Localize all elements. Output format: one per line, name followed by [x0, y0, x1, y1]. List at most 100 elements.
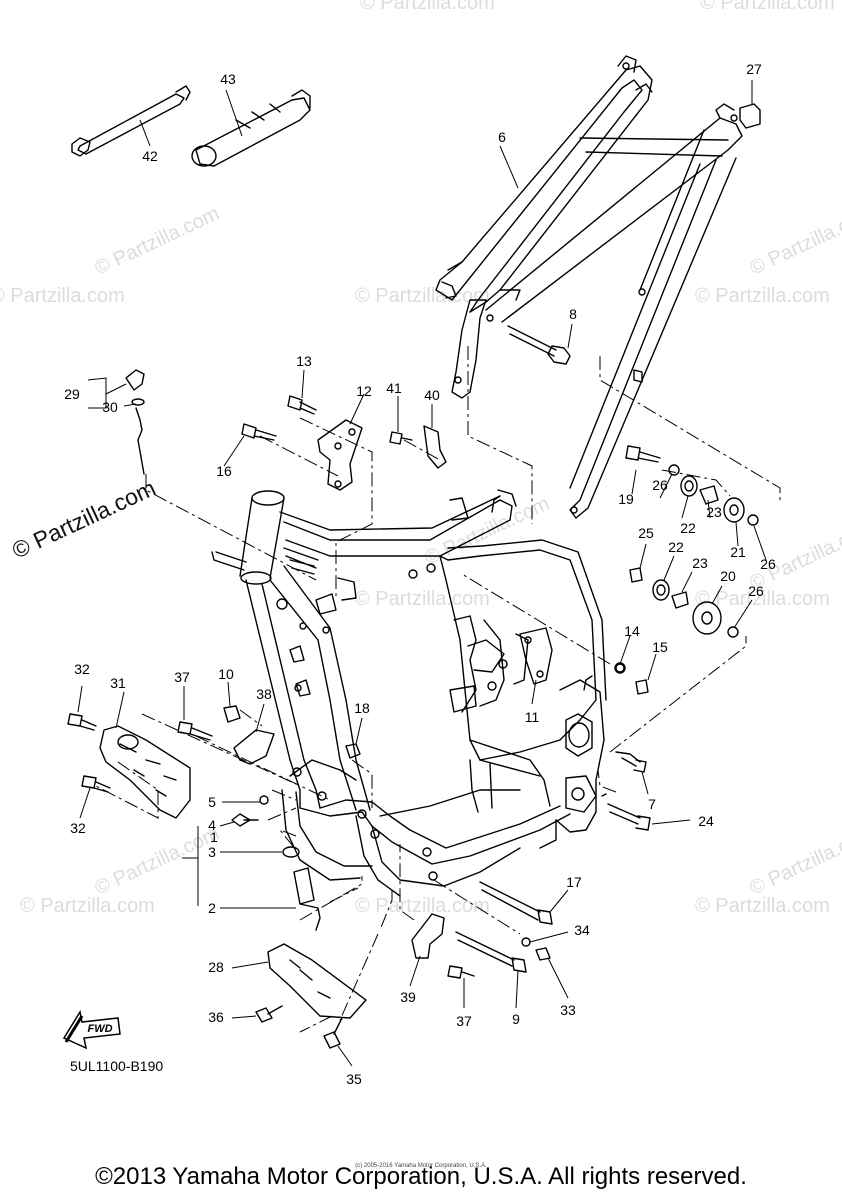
callout-3: 3: [208, 844, 216, 860]
callout-7: 7: [648, 796, 656, 812]
washer-34: [521, 937, 531, 947]
callout-14: 14: [624, 623, 640, 639]
callout-22: 22: [680, 520, 696, 536]
callout-33: 33: [560, 1002, 576, 1018]
nut-10: [223, 705, 241, 723]
callout-4: 4: [208, 817, 216, 833]
callout-39: 39: [400, 989, 416, 1005]
callout-8: 8: [569, 306, 577, 322]
callout-5: 5: [208, 794, 216, 810]
callout-13: 13: [296, 353, 312, 369]
callout-19: 19: [618, 491, 634, 507]
callout-23: 23: [706, 504, 722, 520]
watermark: © Partzilla.com: [355, 588, 490, 610]
main-frame: [211, 489, 607, 897]
watermark: © Partzilla.com: [355, 895, 490, 917]
plate-40: [423, 425, 447, 469]
callout-10: 10: [218, 666, 234, 682]
bracket-11: [519, 627, 553, 685]
bolt-9: [455, 931, 527, 973]
washer-5: [259, 795, 269, 805]
callout-21: 21: [730, 544, 746, 560]
callout-31: 31: [110, 675, 126, 691]
watermark: © Partzilla.com: [20, 895, 155, 917]
fwd-arrow-icon: FWD: [62, 1009, 121, 1050]
callout-11: 11: [525, 709, 540, 725]
callout-37b: 37: [456, 1013, 472, 1029]
bracket-12: [317, 419, 363, 491]
watermark: © Partzilla.com: [360, 0, 495, 14]
bolt-4: [231, 813, 259, 827]
callout-24: 24: [698, 813, 714, 829]
callout-15: 15: [652, 639, 668, 655]
callout-20: 20: [720, 568, 736, 584]
callout-17: 17: [566, 874, 582, 890]
nut-33: [535, 947, 551, 961]
fwd-label: FWD: [87, 1023, 112, 1035]
bolt-17: [479, 881, 553, 925]
callout-38: 38: [256, 686, 272, 702]
callout-2: 2: [208, 900, 216, 916]
callout-40: 40: [424, 387, 440, 403]
callout-labels: 1 2 3 4 5 6 7 8 9 10 11 12 13 14 15 16 1…: [64, 61, 776, 1087]
skid-plate-28: [267, 943, 367, 1019]
bolt-41: [389, 431, 413, 445]
callout-42: 42: [142, 148, 158, 164]
callout-25: 25: [638, 525, 654, 541]
callout-1: 1: [210, 829, 218, 845]
drain-bolt-2: [293, 867, 321, 931]
nut-18: [345, 743, 361, 759]
callout-29: 29: [64, 386, 80, 402]
bolt-36: [255, 1005, 283, 1023]
callout-26: 26: [652, 477, 668, 493]
bolt-7: [615, 751, 647, 773]
bushings: [614, 445, 759, 695]
callout-32b: 32: [70, 820, 86, 836]
callout-27: 27: [746, 61, 762, 77]
callout-9: 9: [512, 1011, 520, 1027]
washer-3: [282, 846, 300, 858]
callout-16: 16: [216, 463, 232, 479]
watermark: © Partzilla.com: [695, 588, 830, 610]
bolt-13: [287, 395, 317, 415]
callout-18: 18: [354, 700, 370, 716]
bolt-16: [241, 423, 277, 441]
washer-14: [615, 663, 625, 673]
callout-6: 6: [498, 129, 506, 145]
bracket-38: [233, 729, 275, 765]
watermark: © Partzilla.com: [695, 895, 830, 917]
bolt-35: [323, 1017, 343, 1049]
engine-guard-31: [99, 725, 191, 819]
watermark: © Partzilla.com: [700, 0, 835, 14]
bolt-37: [177, 721, 213, 741]
callout-12: 12: [356, 383, 372, 399]
watermark: © Partzilla.com: [695, 285, 830, 307]
callout-41: 41: [386, 380, 402, 396]
box-wrench-43: [191, 89, 311, 167]
callout-35: 35: [346, 1071, 362, 1087]
callout-37: 37: [174, 669, 190, 685]
diagram-code: 5UL1100-B190: [70, 1058, 164, 1074]
callout-23b: 23: [692, 555, 708, 571]
callout-36: 36: [208, 1009, 224, 1025]
callout-30: 30: [102, 399, 118, 415]
callout-28: 28: [208, 959, 224, 975]
bolt-37-lower: [447, 965, 475, 979]
callout-26b: 26: [760, 556, 776, 572]
clip-27: [739, 103, 761, 129]
wrench-42: [71, 85, 191, 157]
rear-subframe: [435, 55, 743, 519]
bolt-8: [507, 325, 557, 357]
dipstick-29-30: [125, 369, 145, 475]
bolt-24: [601, 793, 651, 831]
watermark: © Partzilla.com: [0, 285, 125, 307]
copyright-notice: ©2013 Yamaha Motor Corporation, U.S.A. A…: [95, 1163, 747, 1190]
callout-34: 34: [574, 922, 590, 938]
callout-43: 43: [220, 71, 236, 87]
fine-print: (c) 2005-2016 Yamaha Motor Corporation, …: [355, 1163, 487, 1169]
callout-26c: 26: [748, 583, 764, 599]
callout-22b: 22: [668, 539, 684, 555]
callout-32: 32: [74, 661, 90, 677]
bracket-39: [411, 913, 445, 959]
